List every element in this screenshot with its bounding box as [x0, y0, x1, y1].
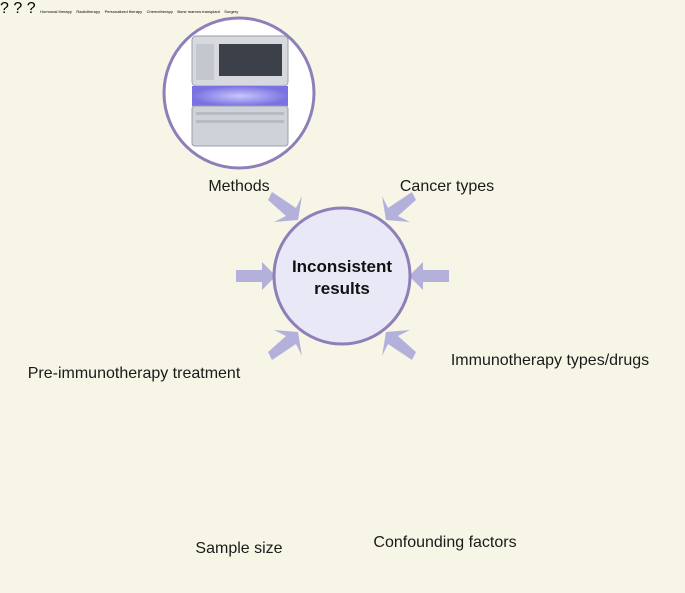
item-chemotherapy: Chemotherapy — [146, 9, 173, 14]
item-personalized: Personalized therapy — [104, 9, 143, 14]
pre-treatment-ring: Hormonal therapy Radiotherapy Personaliz… — [40, 0, 238, 17]
cancer-cell-icon: Hormonal therapy Radiotherapy Personaliz… — [40, 0, 238, 17]
center-label: Inconsistent results — [292, 256, 392, 300]
sample-size-label: Sample size — [195, 540, 283, 557]
pre-treatment-label: Pre-immunotherapy treatment — [27, 365, 241, 382]
confounding-label: Confounding factors — [373, 534, 517, 551]
methods-node — [162, 16, 316, 170]
arrows — [236, 192, 449, 360]
immunotherapy-label: Immunotherapy types/drugs — [450, 352, 650, 369]
methods-label: Methods — [208, 178, 270, 195]
sequencer-icon — [191, 35, 289, 147]
cancer-types-label: Cancer types — [399, 178, 495, 195]
item-surgery: Surgery — [224, 9, 239, 14]
question-marks-icon: ? ? ? — [0, 0, 36, 17]
item-hormonal: Hormonal therapy — [40, 9, 72, 14]
arrow-confound — [382, 330, 416, 360]
pre-treatment-node: Hormonal therapy Radiotherapy Personaliz… — [40, 0, 238, 17]
confounding-node: ? ? ? — [0, 0, 40, 17]
item-radiotherapy: Radiotherapy — [76, 9, 101, 14]
arrow-cancer — [382, 192, 416, 222]
center-line-2: results — [314, 279, 370, 298]
center-line-1: Inconsistent — [291, 257, 393, 276]
arrow-sample — [268, 330, 302, 360]
center-circle — [272, 206, 412, 346]
arrow-pre — [236, 262, 276, 290]
item-bone-marrow: Bone marrow transplant — [177, 9, 220, 14]
confounding-ring: ? ? ? — [0, 0, 40, 17]
arrow-methods — [268, 192, 302, 222]
pre-treatment-icon: Hormonal therapy Radiotherapy Personaliz… — [40, 0, 238, 17]
arrow-immuno — [409, 262, 449, 290]
